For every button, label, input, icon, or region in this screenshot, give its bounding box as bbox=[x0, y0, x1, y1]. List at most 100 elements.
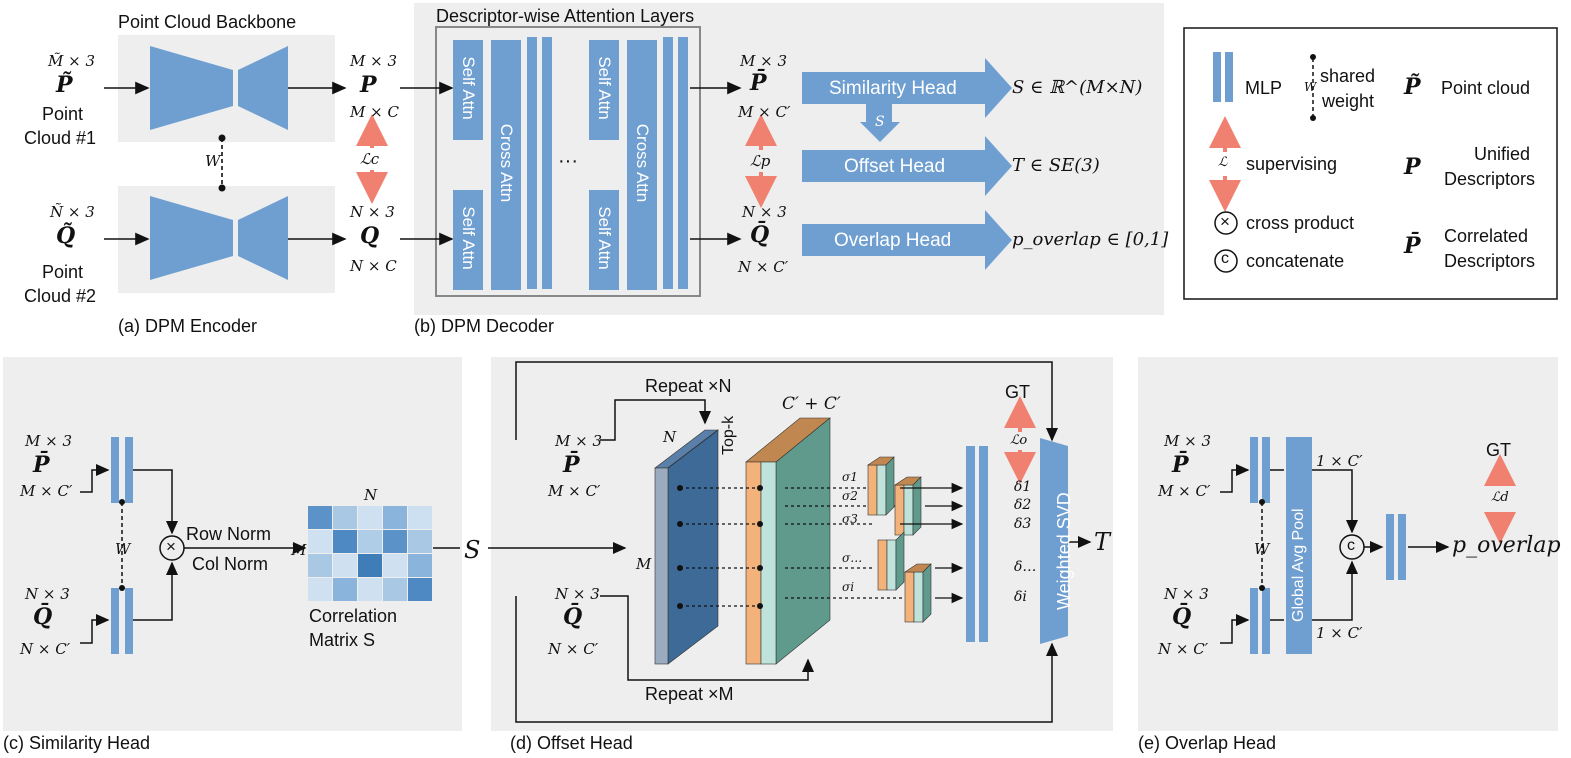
in2-symbol: Q̃ bbox=[56, 223, 76, 249]
matrix-cell bbox=[358, 554, 382, 577]
sigma-1: σ1 bbox=[842, 470, 858, 484]
dec-out1-dim-bot: M × C′ bbox=[738, 103, 791, 121]
enc-out1-dim-bot: M × C bbox=[350, 103, 399, 121]
loss-o: ℒo bbox=[1010, 433, 1028, 448]
sim-p-symbol: P̄ bbox=[33, 452, 50, 478]
sim-q-symbol: Q̄ bbox=[33, 604, 53, 630]
ovl-w: W bbox=[1254, 540, 1270, 558]
matrix-cell bbox=[408, 578, 432, 601]
loss-d: ℒd bbox=[1491, 490, 1509, 505]
sim-q-dim-top: N × 3 bbox=[25, 585, 70, 603]
top-k-label: Top-k bbox=[720, 415, 737, 455]
off-gt: GT bbox=[1005, 382, 1030, 402]
correlation-matrix bbox=[308, 506, 432, 601]
backbone-decoder-shape-2 bbox=[238, 196, 288, 280]
matrix-label-2: Matrix S bbox=[309, 630, 376, 650]
legend-concat: concatenate bbox=[1246, 251, 1345, 271]
legend-supervising: supervising bbox=[1246, 154, 1338, 174]
repeat-m: Repeat ×M bbox=[645, 684, 734, 704]
dec-out2-dim-top: N × 3 bbox=[742, 203, 787, 221]
legend-ud-1: Unified bbox=[1474, 144, 1531, 164]
matrix-cell bbox=[308, 530, 332, 553]
cross-attn-1-label: Cross Attn bbox=[497, 123, 516, 203]
svd-block bbox=[1040, 438, 1068, 644]
matrix-cell bbox=[333, 578, 357, 601]
encoder-caption: (a) DPM Encoder bbox=[118, 316, 258, 336]
enc-out2-dim-top: N × 3 bbox=[350, 203, 395, 221]
ovl-p-dim-top: M × 3 bbox=[1164, 432, 1212, 450]
mlp-1a bbox=[527, 37, 537, 289]
dec-out1-symbol: P̄ bbox=[750, 70, 767, 96]
delta-1: δ1 bbox=[1014, 479, 1032, 495]
matrix-cell bbox=[358, 530, 382, 553]
shared-weight-label: W bbox=[205, 152, 221, 170]
ellipsis: ··· bbox=[558, 150, 578, 172]
legend-loss-symbol: ℒ bbox=[1218, 155, 1228, 170]
sigma-2: σ2 bbox=[842, 489, 858, 503]
ovl-out: p_overlap bbox=[1452, 533, 1561, 558]
legend-w: W bbox=[1304, 80, 1317, 94]
mlp-2b bbox=[678, 37, 688, 289]
sim-m: M bbox=[291, 541, 307, 559]
matrix-cell bbox=[383, 506, 407, 529]
legend-mlp: MLP bbox=[1245, 78, 1283, 98]
decoder-caption: (b) DPM Decoder bbox=[414, 316, 555, 336]
loss-c: ℒc bbox=[360, 150, 380, 168]
overlap-panel bbox=[1138, 357, 1558, 731]
self-attn-2a bbox=[589, 40, 619, 140]
legend-cross-symbol: × bbox=[1220, 212, 1230, 231]
similarity-caption: (c) Similarity Head bbox=[3, 733, 151, 753]
sim-row-norm: Row Norm bbox=[186, 524, 272, 544]
enc-out2-symbol: Q bbox=[360, 223, 380, 249]
delta-i: δi bbox=[1014, 589, 1027, 605]
ovl-q-dim-bot: N × C′ bbox=[1158, 640, 1209, 658]
off-p-symbol: P̄ bbox=[563, 452, 580, 478]
offset-head-label: Offset Head bbox=[844, 156, 946, 177]
matrix-cell bbox=[358, 578, 382, 601]
in2-label-1: Point bbox=[42, 262, 84, 282]
overlap-caption: (e) Overlap Head bbox=[1138, 733, 1277, 753]
legend-cross: cross product bbox=[1246, 213, 1355, 233]
decoder-title: Descriptor-wise Attention Layers bbox=[436, 6, 695, 26]
legend-pc-text: Point cloud bbox=[1441, 78, 1531, 98]
enc-out2-dim-bot: N × C bbox=[350, 257, 397, 275]
offset-head-arrow bbox=[802, 136, 1012, 196]
matrix-cell bbox=[383, 530, 407, 553]
cc-label: C′ + C′ bbox=[782, 394, 841, 414]
in1-label-1: Point bbox=[42, 104, 84, 124]
s-connector bbox=[860, 104, 900, 142]
cross-attn-1 bbox=[491, 40, 521, 290]
off-m: M bbox=[636, 555, 652, 573]
sim-s-out: S bbox=[464, 536, 481, 564]
in1-dim: M̃ × 3 bbox=[48, 52, 96, 70]
matrix-cell bbox=[408, 506, 432, 529]
backbone-decoder-shape-1 bbox=[238, 46, 288, 130]
dec-out2-symbol: Q̄ bbox=[750, 222, 770, 248]
in2-dim: Ñ × 3 bbox=[50, 203, 95, 221]
ovl-c2: 1 × C′ bbox=[1316, 624, 1363, 642]
sigma-i: σi bbox=[842, 580, 855, 594]
legend-ud-2: Descriptors bbox=[1444, 169, 1536, 189]
legend-ud-symbol: P bbox=[1404, 154, 1421, 180]
ovl-p-symbol: P̄ bbox=[1172, 452, 1189, 478]
self-attn-1a bbox=[453, 40, 483, 140]
enc-out1-symbol: P bbox=[360, 72, 377, 98]
ovl-q-symbol: Q̄ bbox=[1172, 604, 1192, 630]
legend-shared-1: shared bbox=[1320, 66, 1376, 86]
matrix-cell bbox=[308, 506, 332, 529]
gap-label: Global Avg Pool bbox=[1290, 508, 1307, 622]
decoder-panel bbox=[414, 3, 1164, 315]
off-p-dim-bot: M × C′ bbox=[548, 482, 601, 500]
offset-output: T ∈ SE(3) bbox=[1012, 155, 1100, 176]
matrix-cell bbox=[308, 554, 332, 577]
matrix-cell bbox=[333, 530, 357, 553]
matrix-cell bbox=[383, 554, 407, 577]
encoder-title: Point Cloud Backbone bbox=[118, 12, 297, 32]
self-attn-1b-label: Self Attn bbox=[459, 206, 478, 270]
matrix-cell bbox=[383, 578, 407, 601]
cross-attn-2 bbox=[627, 40, 657, 290]
overlap-head-arrow bbox=[802, 210, 1012, 270]
repeat-n: Repeat ×N bbox=[645, 376, 732, 396]
delta-3: δ3 bbox=[1014, 516, 1032, 532]
